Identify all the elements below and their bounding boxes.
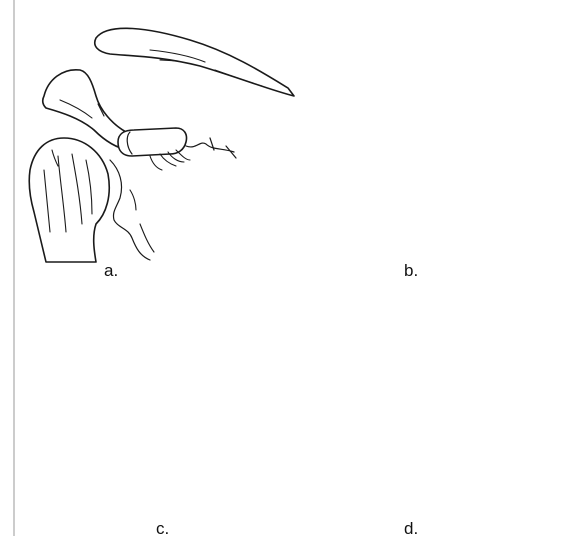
panel-a-drawing <box>29 28 294 262</box>
coracoid <box>118 128 187 156</box>
panel-label-c: c. <box>156 520 169 537</box>
humeral-head <box>29 138 109 262</box>
panel-label-b: b. <box>404 262 418 279</box>
clavicle <box>95 28 294 96</box>
panel-label-a: a. <box>104 262 118 279</box>
panel-label-d: d. <box>404 520 418 537</box>
